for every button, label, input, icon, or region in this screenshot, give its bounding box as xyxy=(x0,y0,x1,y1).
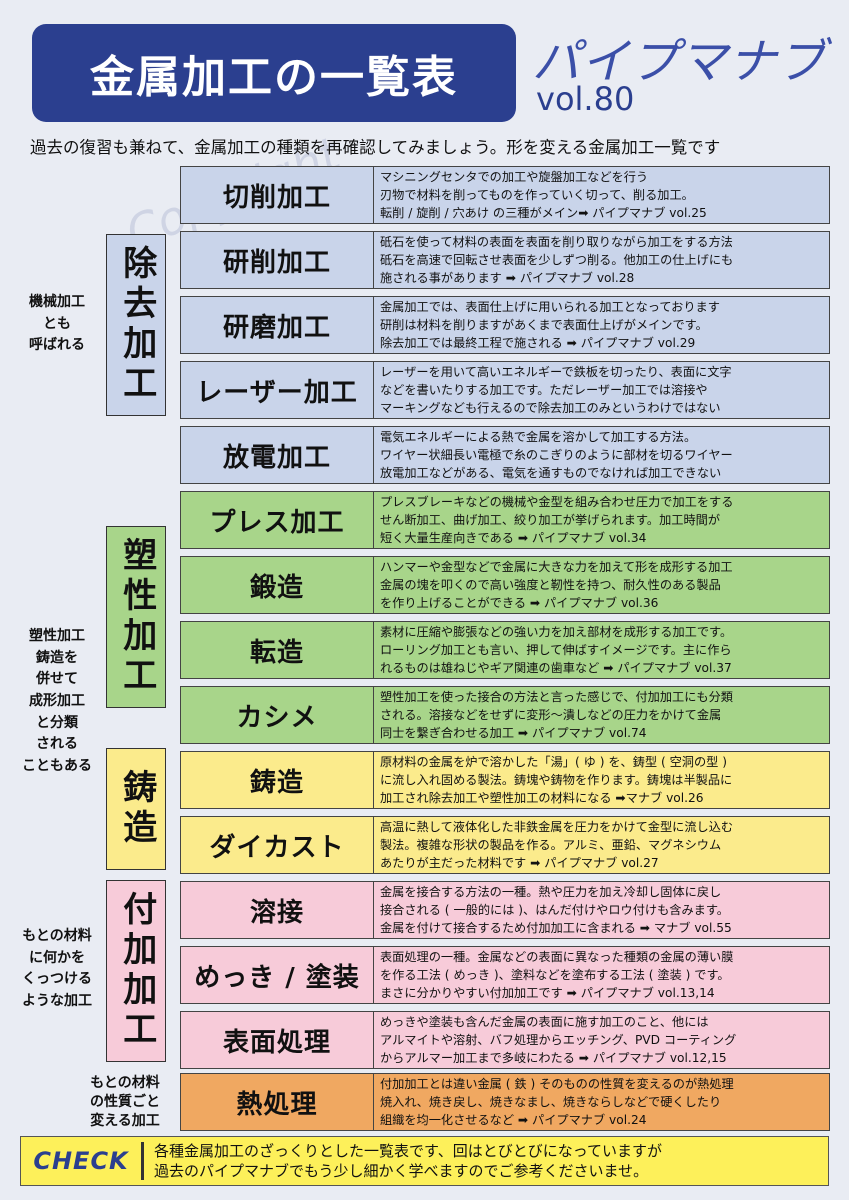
table-row: 研磨加工 金属加工では、表面仕上げに用いられる加工となっております 研削は材料を… xyxy=(180,296,830,354)
process-description: 電気エネルギーによる熱で金属を溶かして加工する方法。 ワイヤー状細長い電極で糸の… xyxy=(380,430,733,480)
process-description: レーザーを用いて高いエネルギーで鉄板を切ったり、表面に文字 などを書いたりする加… xyxy=(380,365,732,415)
process-name: 鋳造 xyxy=(181,752,374,808)
table-row: 溶接 金属を接合する方法の一種。熱や圧力を加え冷却し固体に戻し 接合される ( … xyxy=(180,881,830,939)
process-description: 素材に圧縮や膨張などの強い力を加え部材を成形する加工です。 ローリング加工とも言… xyxy=(380,625,733,675)
process-description: 砥石を使って材料の表面を表面を削り取りながら加工をする方法 砥石を高速で回転させ… xyxy=(380,235,734,285)
check-badge: CHECK xyxy=(33,1147,129,1175)
process-description: マシニングセンタでの加工や旋盤加工などを行う 刃物で材料を削ってものを作っていく… xyxy=(380,170,707,220)
process-description: ハンマーや金型などで金属に大きな力を加えて形を成形する加工 金属の塊を叩くので高… xyxy=(380,560,733,610)
process-name: 放電加工 xyxy=(181,427,374,483)
page-title: 金属加工の一覧表 xyxy=(32,24,516,122)
table-row: カシメ 塑性加工を使った接合の方法と言った感じで、付加加工にも分類 される。溶接… xyxy=(180,686,830,744)
process-description: 原材料の金属を炉で溶かした「湯」( ゆ ) を、鋳型 ( 空洞の型 ) に流し入… xyxy=(380,755,733,805)
table-row: 放電加工 電気エネルギーによる熱で金属を溶かして加工する方法。 ワイヤー状細長い… xyxy=(180,426,830,484)
process-name: レーザー加工 xyxy=(181,362,374,418)
process-description: 塑性加工を使った接合の方法と言った感じで、付加加工にも分類 される。溶接などをせ… xyxy=(380,690,733,740)
category-additive: 付加加工 xyxy=(106,880,166,1062)
process-name: 研磨加工 xyxy=(181,297,374,353)
table-row: 転造 素材に圧縮や膨張などの強い力を加え部材を成形する加工です。 ローリング加工… xyxy=(180,621,830,679)
note-heat: もとの材料 の性質ごと 変える加工 xyxy=(90,1075,160,1129)
process-description: 表面処理の一種。金属などの表面に異なった種類の金属の薄い膜 を作る工法 ( めっ… xyxy=(380,950,734,1000)
process-name: めっき / 塗装 xyxy=(181,947,374,1003)
note-forming: 塑性加工 鋳造を 併せて 成形加工 と分類 される こともある xyxy=(22,628,92,775)
table-row: 表面処理 めっきや塗装も含んだ金属の表面に施す加工のこと、他には アルマイトや溶… xyxy=(180,1011,830,1069)
process-name: 鍛造 xyxy=(181,557,374,613)
process-name: 研削加工 xyxy=(181,232,374,288)
process-name: 溶接 xyxy=(181,882,374,938)
brand-logo: パイプマナブ xyxy=(532,34,827,90)
category-removal: 除去加工 xyxy=(106,234,166,416)
process-name: ダイカスト xyxy=(181,817,374,873)
table-row: 熱処理 付加加工とは違い金属 ( 鉄 ) そのものの性質を変えるのが熱処理 焼入… xyxy=(180,1073,830,1131)
note-removal: 機械加工 とも 呼ばれる xyxy=(29,294,85,354)
process-name: プレス加工 xyxy=(181,492,374,548)
process-name: カシメ xyxy=(181,687,374,743)
note-additive: もとの材料 に何かを くっつける ような加工 xyxy=(22,928,92,1010)
category-plastic: 塑性加工 xyxy=(106,526,166,708)
process-description: プレスブレーキなどの機械や金型を組み合わせ圧力で加工をする せん断加工、曲げ加工… xyxy=(380,495,734,545)
process-description: 高温に熱して液体化した非鉄金属を圧力をかけて金型に流し込む 製法。複雑な形状の製… xyxy=(380,820,734,870)
table-row: 研削加工 砥石を使って材料の表面を表面を削り取りながら加工をする方法 砥石を高速… xyxy=(180,231,830,289)
volume-number: vol.80 xyxy=(536,80,635,118)
check-box: CHECK 各種金属加工のざっくりとした一覧表です、回はとびとびになっていますが… xyxy=(20,1136,829,1186)
intro-text: 過去の復習も兼ねて、金属加工の種類を再確認してみましょう。形を変える金属加工一覧… xyxy=(30,138,721,157)
table-row: 鋳造 原材料の金属を炉で溶かした「湯」( ゆ ) を、鋳型 ( 空洞の型 ) に… xyxy=(180,751,830,809)
table-row: 鍛造 ハンマーや金型などで金属に大きな力を加えて形を成形する加工 金属の塊を叩く… xyxy=(180,556,830,614)
process-name: 転造 xyxy=(181,622,374,678)
process-name: 熱処理 xyxy=(181,1074,374,1130)
check-divider xyxy=(141,1142,144,1180)
category-casting: 鋳造 xyxy=(106,748,166,870)
process-name: 表面処理 xyxy=(181,1012,374,1068)
table-row: めっき / 塗装 表面処理の一種。金属などの表面に異なった種類の金属の薄い膜 を… xyxy=(180,946,830,1004)
process-description: めっきや塗装も含んだ金属の表面に施す加工のこと、他には アルマイトや溶射、バフ処… xyxy=(380,1015,737,1065)
process-description: 付加加工とは違い金属 ( 鉄 ) そのものの性質を変えるのが熱処理 焼入れ、焼き… xyxy=(380,1077,734,1127)
check-text: 各種金属加工のざっくりとした一覧表です、回はとびとびになっていますが 過去のパイ… xyxy=(154,1142,663,1180)
table-row: ダイカスト 高温に熱して液体化した非鉄金属を圧力をかけて金型に流し込む 製法。複… xyxy=(180,816,830,874)
process-name: 切削加工 xyxy=(181,167,374,223)
process-description: 金属加工では、表面仕上げに用いられる加工となっております 研削は材料を削りますが… xyxy=(380,300,720,350)
table-row: レーザー加工 レーザーを用いて高いエネルギーで鉄板を切ったり、表面に文字 などを… xyxy=(180,361,830,419)
table-row: プレス加工 プレスブレーキなどの機械や金型を組み合わせ圧力で加工をする せん断加… xyxy=(180,491,830,549)
process-description: 金属を接合する方法の一種。熱や圧力を加え冷却し固体に戻し 接合される ( 一般的… xyxy=(380,885,732,935)
table-row: 切削加工 マシニングセンタでの加工や旋盤加工などを行う 刃物で材料を削ってものを… xyxy=(180,166,830,224)
